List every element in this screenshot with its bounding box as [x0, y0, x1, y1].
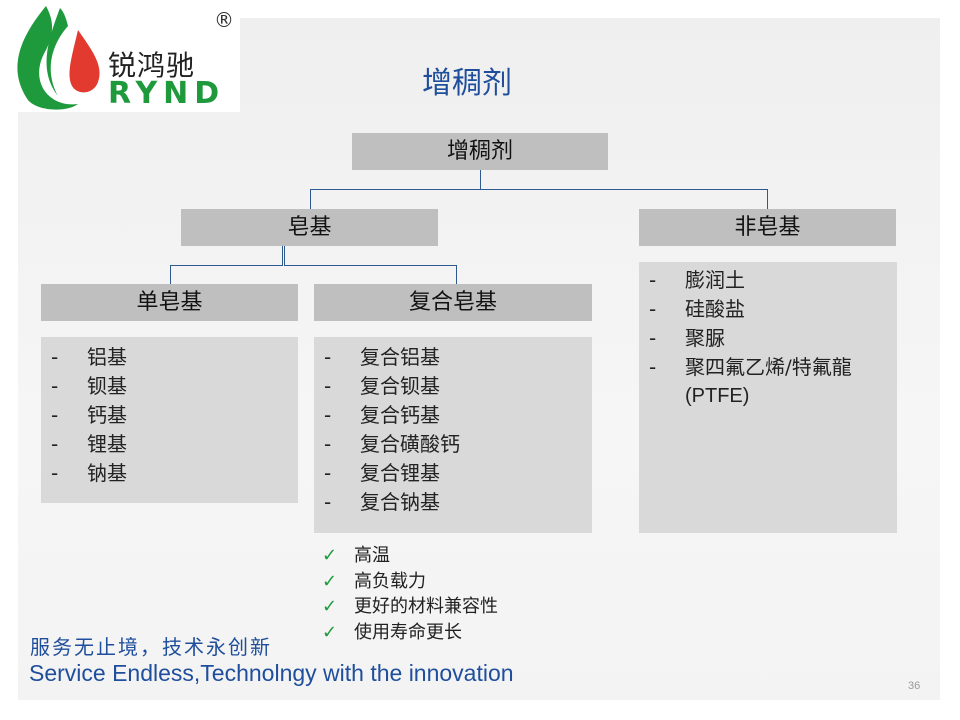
list-item: - 钡基: [41, 372, 298, 401]
connector: [480, 170, 481, 189]
page-number: 36: [908, 680, 921, 692]
item-text: 高温: [354, 545, 390, 566]
complex-soap-list: - 复合铝基 - 复合钡基 - 复合钙基 - 复合磺酸钙 - 复合锂基 - 复合钠基: [314, 337, 592, 533]
dash: -: [51, 403, 59, 427]
list-item: - 钠基: [41, 459, 298, 488]
item-text: 钙基: [87, 403, 127, 427]
item-text: 复合铝基: [360, 345, 440, 369]
list-item: ✓ 更好的材料兼容性: [322, 594, 498, 620]
dash: -: [649, 268, 657, 292]
slogan-cn: 服务无止境，技术永创新: [30, 635, 272, 659]
node-soap: 皂基: [181, 209, 438, 246]
dash: -: [324, 345, 332, 369]
connector: [284, 246, 285, 265]
item-text: (PTFE): [685, 385, 750, 407]
list-item: - 聚脲: [639, 324, 897, 353]
item-text: 复合磺酸钙: [360, 432, 460, 456]
dash: -: [324, 490, 332, 514]
item-text: 铝基: [87, 345, 127, 369]
item-text: 使用寿命更长: [354, 621, 462, 643]
list-item: - 铝基: [41, 343, 298, 372]
item-text: 高负载力: [354, 570, 426, 592]
item-text: 膨润土: [685, 268, 745, 292]
list-item: ✓ 使用寿命更长: [322, 620, 498, 646]
connector: [284, 265, 457, 266]
page-title: 增稠剂: [422, 66, 512, 101]
dash: -: [324, 432, 332, 456]
list-item: - 硅酸盐: [639, 295, 897, 324]
list-item: - 膨润土: [639, 266, 897, 295]
connector: [282, 246, 283, 265]
item-text: 复合钡基: [360, 374, 440, 398]
item-text: 锂基: [87, 432, 127, 456]
node-non-soap: 非皂基: [639, 209, 896, 246]
slogan-en: Service Endless,Technolngy with the inno…: [29, 660, 514, 686]
list-item: - 聚四氟乙烯/特氟龍: [639, 353, 897, 382]
node-complex-soap: 复合皂基: [314, 284, 592, 321]
node-simple-soap: 单皂基: [41, 284, 298, 321]
company-logo: 锐鸿驰 RYND ®: [0, 0, 240, 112]
list-item: (PTFE): [639, 382, 897, 411]
item-text: 钡基: [87, 374, 127, 398]
list-item: - 复合钠基: [314, 488, 592, 517]
flame-drop-icon: [17, 6, 100, 110]
list-item: ✓ 高温: [322, 543, 498, 569]
dash: -: [51, 374, 59, 398]
node-root: 增稠剂: [352, 133, 608, 170]
registered-mark: ®: [214, 8, 234, 32]
item-text: 更好的材料兼容性: [354, 596, 498, 617]
list-item: - 复合磺酸钙: [314, 430, 592, 459]
logo-en-text: RYND: [108, 76, 226, 111]
connector: [767, 189, 768, 209]
dash: -: [51, 461, 59, 485]
connector: [310, 189, 768, 190]
connector: [170, 265, 171, 284]
connector: [170, 265, 283, 266]
dash: -: [51, 345, 59, 369]
dash: -: [649, 297, 657, 321]
item-text: 聚脲: [685, 326, 725, 350]
list-item: - 复合锂基: [314, 459, 592, 488]
list-item: ✓ 高负载力: [322, 569, 498, 595]
item-text: 复合锂基: [360, 461, 440, 485]
list-item: - 复合铝基: [314, 343, 592, 372]
check-icon: ✓: [322, 621, 338, 643]
list-item: - 钙基: [41, 401, 298, 430]
dash: -: [324, 374, 332, 398]
check-icon: ✓: [322, 545, 338, 566]
item-text: 聚四氟乙烯/特氟龍: [685, 355, 852, 379]
dash: -: [649, 355, 657, 379]
list-item: - 复合钡基: [314, 372, 592, 401]
logo-cn-text: 锐鸿驰: [108, 49, 196, 82]
connector: [310, 189, 311, 209]
check-icon: ✓: [322, 596, 338, 617]
dash-spacer: [639, 382, 685, 411]
list-item: - 锂基: [41, 430, 298, 459]
simple-soap-list: - 铝基 - 钡基 - 钙基 - 锂基 - 钠基: [41, 337, 298, 503]
list-item: - 复合钙基: [314, 401, 592, 430]
dash: -: [649, 326, 657, 350]
check-icon: ✓: [322, 570, 338, 592]
item-text: 钠基: [87, 461, 127, 485]
dash: -: [324, 403, 332, 427]
item-text: 硅酸盐: [685, 297, 745, 321]
connector: [456, 265, 457, 284]
dash: -: [324, 461, 332, 485]
item-text: 复合钙基: [360, 403, 440, 427]
advantages-list: ✓ 高温 ✓ 高负载力 ✓ 更好的材料兼容性 ✓ 使用寿命更长: [322, 543, 498, 645]
non-soap-list: - 膨润土 - 硅酸盐 - 聚脲 - 聚四氟乙烯/特氟龍 (PTFE): [639, 262, 897, 533]
item-text: 复合钠基: [360, 490, 440, 514]
dash: -: [51, 432, 59, 456]
